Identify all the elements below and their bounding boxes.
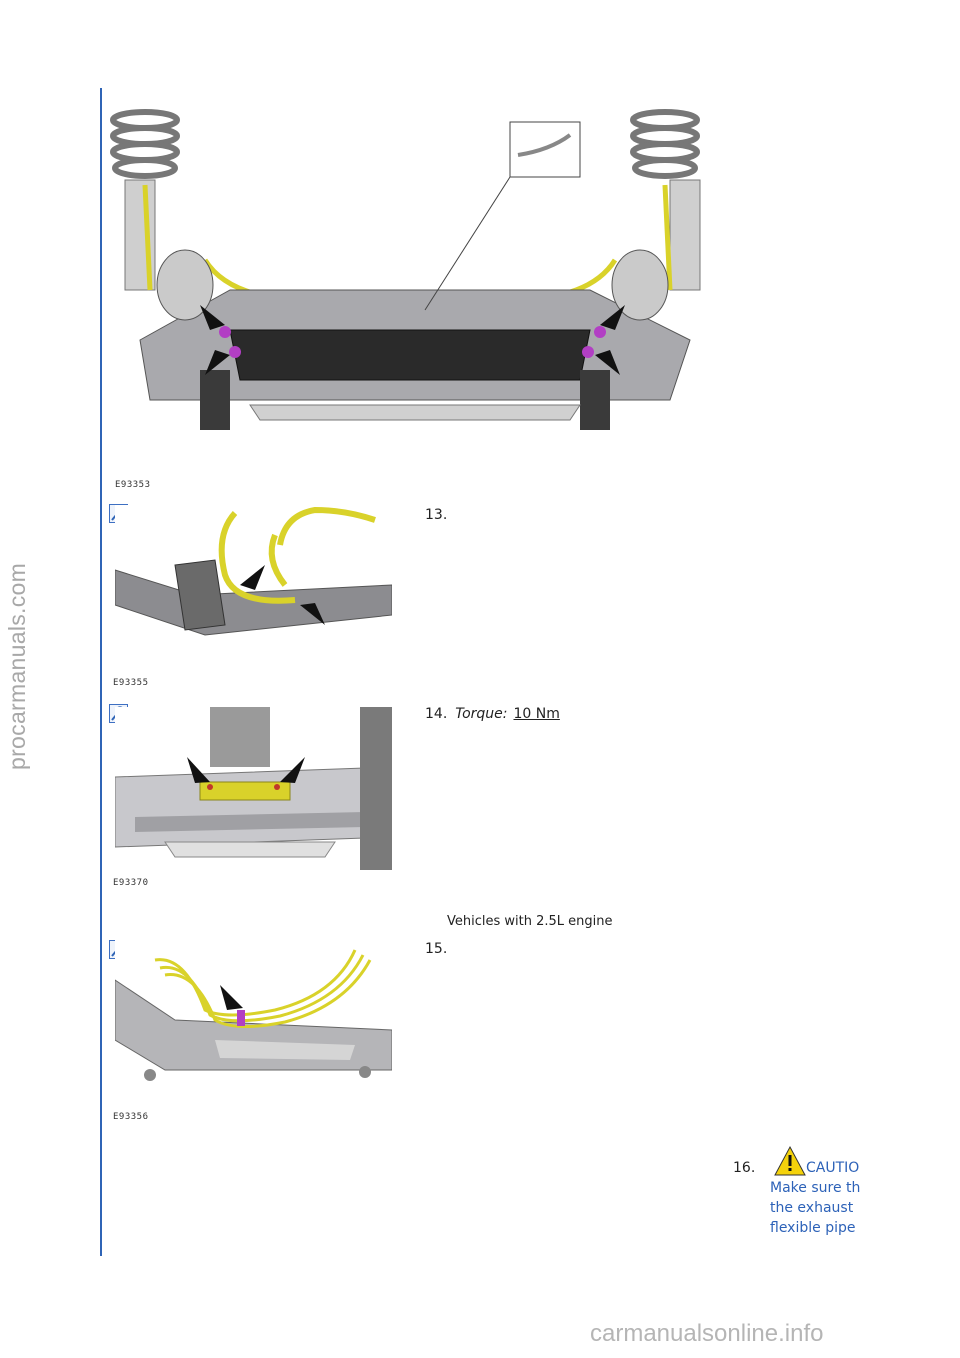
step-15-number: 15. bbox=[425, 941, 448, 957]
figure-id-main: E93353 bbox=[115, 480, 151, 490]
step13-figure bbox=[115, 505, 392, 675]
caution-line-2: the exhaust bbox=[770, 1200, 854, 1216]
caution-line-3: flexible pipe bbox=[770, 1220, 856, 1236]
bracket-illustration bbox=[115, 707, 392, 870]
side-watermark: procarmanuals.com bbox=[4, 562, 30, 770]
stabilizer-mount-illustration bbox=[115, 506, 392, 636]
step-15: 15. bbox=[425, 941, 447, 957]
subframe-illustration bbox=[110, 109, 701, 430]
main-subframe-figure bbox=[110, 100, 715, 460]
figure-id-step14: E93370 bbox=[113, 878, 149, 888]
step14-figure bbox=[115, 707, 392, 870]
step-16-number: 16. bbox=[733, 1160, 756, 1176]
bottom-watermark: carmanualsonline.info bbox=[590, 1320, 824, 1347]
step-14-number: 14. bbox=[425, 706, 448, 722]
engine-variant-note: Vehicles with 2.5L engine bbox=[447, 914, 613, 929]
caution-line-1: Make sure th bbox=[770, 1180, 861, 1196]
warning-triangle-icon bbox=[774, 1145, 806, 1176]
caution-text: Make sure th the exhaust flexible pipe bbox=[770, 1178, 860, 1238]
caution-box: CAUTIO Make sure th the exhaust flexible… bbox=[770, 1145, 873, 1245]
caution-title: CAUTIO bbox=[806, 1160, 860, 1176]
torque-label: Torque: bbox=[455, 706, 508, 722]
torque-value-link[interactable]: 10 Nm bbox=[513, 706, 560, 722]
step-13: 13. bbox=[425, 507, 447, 523]
left-margin-rule bbox=[100, 88, 102, 1256]
step15-figure bbox=[115, 940, 392, 1105]
step-13-number: 13. bbox=[425, 507, 448, 523]
step-14: 14. Torque: 10 Nm bbox=[425, 706, 560, 722]
pipe-clip-illustration bbox=[115, 949, 392, 1081]
figure-id-step13: E93355 bbox=[113, 678, 149, 688]
figure-id-step15: E93356 bbox=[113, 1112, 149, 1122]
